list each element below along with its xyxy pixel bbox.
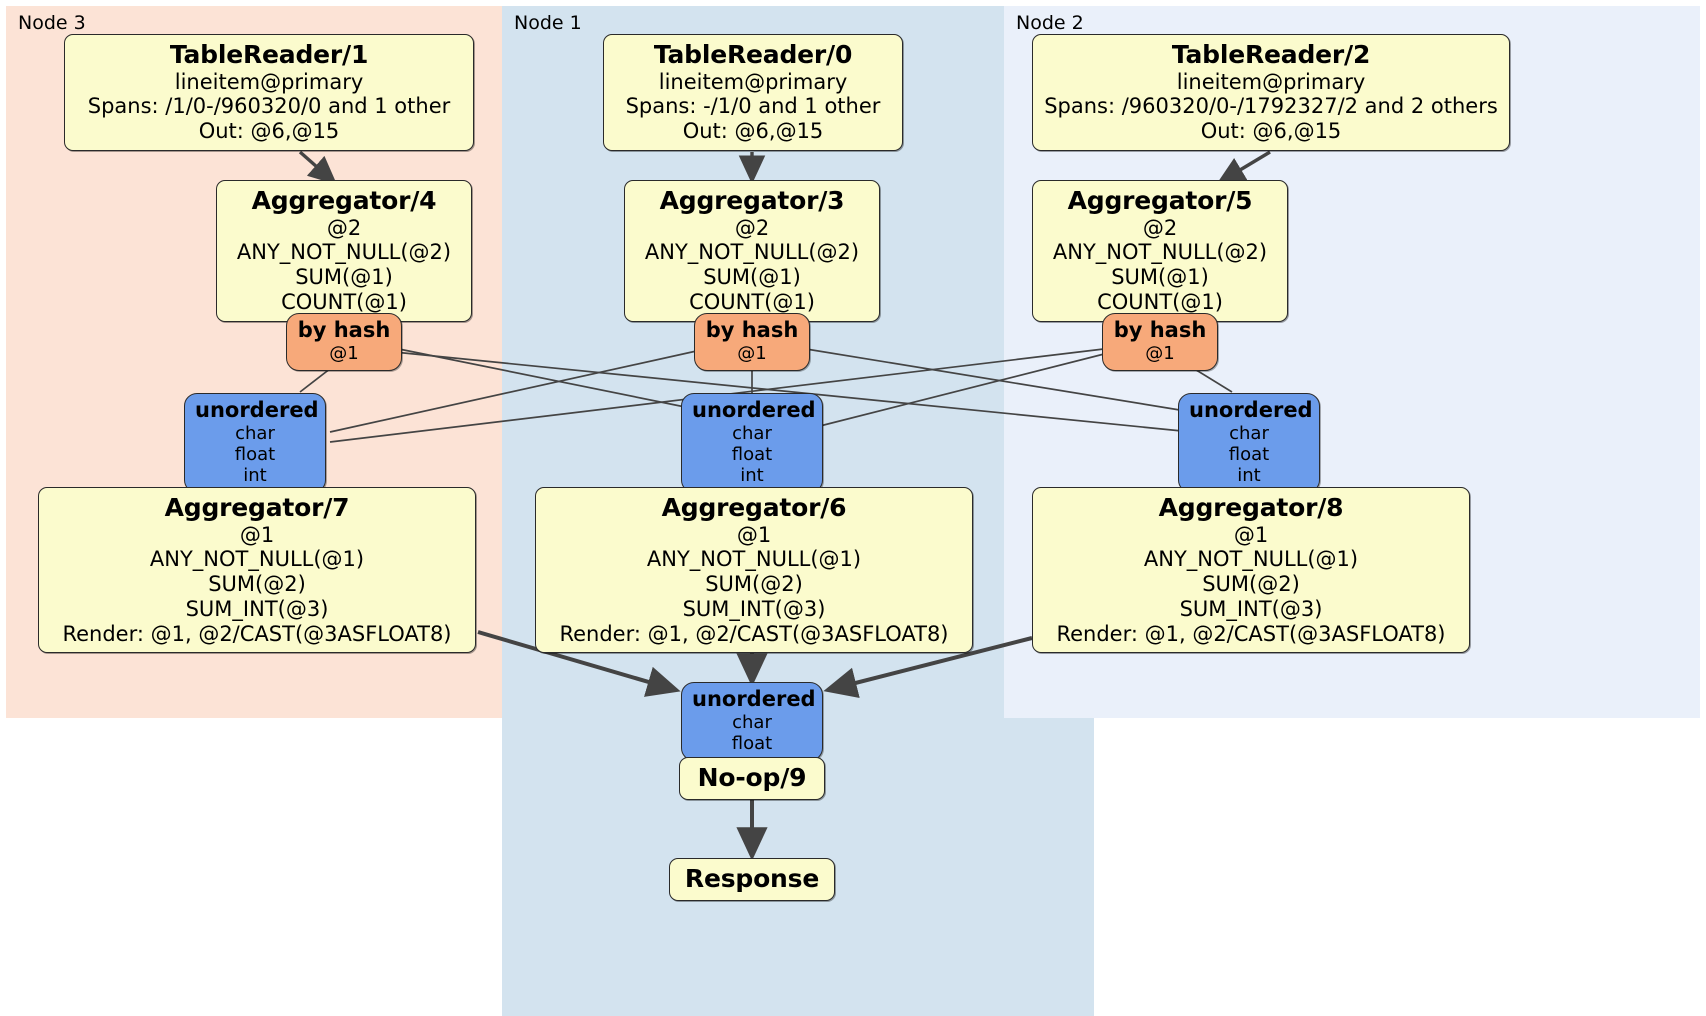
processor-detail-line: COUNT(@1) bbox=[689, 289, 815, 314]
router-unordered-right[interactable]: unordered char float int bbox=[1178, 393, 1320, 494]
processor-title: No-op/9 bbox=[697, 763, 807, 792]
processor-tablereader-0[interactable]: TableReader/0 lineitem@primary Spans: -/… bbox=[603, 34, 903, 151]
processor-detail-line: ANY_NOT_NULL(@2) bbox=[236, 240, 452, 265]
processor-aggregator-5[interactable]: Aggregator/5 @2 ANY_NOT_NULL(@2) SUM(@1)… bbox=[1032, 180, 1288, 322]
node-panel-label-node1: Node 1 bbox=[514, 12, 582, 34]
router-unordered-final[interactable]: unordered char float bbox=[681, 682, 823, 762]
processor-title: TableReader/0 bbox=[653, 40, 853, 69]
processor-detail-line: SUM(@1) bbox=[1111, 265, 1209, 290]
router-title: unordered bbox=[692, 687, 816, 711]
processor-no-op-9[interactable]: No-op/9 bbox=[679, 757, 825, 800]
router-detail-line: float bbox=[1228, 444, 1270, 465]
processor-detail-line: SUM(@1) bbox=[703, 265, 801, 290]
router-detail-line: float bbox=[731, 444, 773, 465]
router-detail-line: char bbox=[732, 422, 772, 444]
router-title: by hash bbox=[297, 318, 391, 342]
router-detail-line: float bbox=[234, 444, 276, 465]
processor-title: Aggregator/7 bbox=[164, 493, 350, 522]
processor-detail-line: ANY_NOT_NULL(@2) bbox=[644, 240, 860, 265]
node-panel-label-node2: Node 2 bbox=[1016, 12, 1084, 34]
processor-detail-line: Spans: /960320/0-/1792327/2 and 2 others bbox=[1044, 94, 1498, 119]
processor-title: Aggregator/4 bbox=[251, 186, 437, 215]
router-detail-line: int bbox=[1237, 465, 1261, 487]
router-title: unordered bbox=[692, 398, 816, 422]
processor-detail-line: SUM(@2) bbox=[1202, 572, 1300, 597]
router-by-hash-left[interactable]: by hash @1 bbox=[286, 313, 402, 371]
processor-title: Response bbox=[684, 864, 820, 893]
router-by-hash-middle[interactable]: by hash @1 bbox=[694, 313, 810, 371]
router-detail-line: int bbox=[740, 465, 764, 487]
router-detail-line: @1 bbox=[737, 342, 767, 364]
processor-detail-line: @1 bbox=[736, 522, 772, 547]
router-title: by hash bbox=[1113, 318, 1207, 342]
processor-render-line: Render: @1, @2/CAST(@3ASFLOAT8) bbox=[1056, 621, 1446, 646]
processor-detail-line: ANY_NOT_NULL(@1) bbox=[646, 547, 862, 572]
processor-detail-line: Out: @6,@15 bbox=[198, 119, 340, 144]
router-by-hash-right[interactable]: by hash @1 bbox=[1102, 313, 1218, 371]
router-detail-line: char bbox=[235, 422, 275, 444]
processor-tablereader-2[interactable]: TableReader/2 lineitem@primary Spans: /9… bbox=[1032, 34, 1510, 151]
router-detail-line: char bbox=[1229, 422, 1269, 444]
router-title: unordered bbox=[195, 398, 319, 422]
processor-detail-line: SUM_INT(@3) bbox=[185, 596, 329, 621]
processor-title: Aggregator/3 bbox=[659, 186, 845, 215]
processor-detail-line: lineitem@primary bbox=[658, 69, 848, 94]
router-title: by hash bbox=[705, 318, 799, 342]
processor-detail-line: @2 bbox=[734, 215, 770, 240]
router-title: unordered bbox=[1189, 398, 1313, 422]
processor-aggregator-8[interactable]: Aggregator/8 @1 ANY_NOT_NULL(@1) SUM(@2)… bbox=[1032, 487, 1470, 654]
processor-aggregator-4[interactable]: Aggregator/4 @2 ANY_NOT_NULL(@2) SUM(@1)… bbox=[216, 180, 472, 322]
processor-title: TableReader/2 bbox=[1171, 40, 1371, 69]
processor-detail-line: SUM(@1) bbox=[295, 265, 393, 290]
processor-detail-line: lineitem@primary bbox=[1176, 69, 1366, 94]
processor-detail-line: ANY_NOT_NULL(@1) bbox=[149, 547, 365, 572]
router-detail-line: @1 bbox=[1145, 342, 1175, 364]
processor-title: TableReader/1 bbox=[169, 40, 369, 69]
processor-detail-line: lineitem@primary bbox=[174, 69, 364, 94]
processor-detail-line: ANY_NOT_NULL(@1) bbox=[1143, 547, 1359, 572]
router-unordered-middle[interactable]: unordered char float int bbox=[681, 393, 823, 494]
processor-aggregator-7[interactable]: Aggregator/7 @1 ANY_NOT_NULL(@1) SUM(@2)… bbox=[38, 487, 476, 654]
processor-detail-line: @2 bbox=[1142, 215, 1178, 240]
processor-render-line: Render: @1, @2/CAST(@3ASFLOAT8) bbox=[559, 621, 949, 646]
processor-detail-line: SUM_INT(@3) bbox=[682, 596, 826, 621]
processor-detail-line: Out: @6,@15 bbox=[682, 119, 824, 144]
processor-detail-line: Out: @6,@15 bbox=[1200, 119, 1342, 144]
processor-detail-line: SUM(@2) bbox=[208, 572, 306, 597]
router-detail-line: float bbox=[731, 733, 773, 754]
processor-tablereader-1[interactable]: TableReader/1 lineitem@primary Spans: /1… bbox=[64, 34, 474, 151]
processor-detail-line: ANY_NOT_NULL(@2) bbox=[1052, 240, 1268, 265]
processor-detail-line: @1 bbox=[1233, 522, 1269, 547]
processor-detail-line: COUNT(@1) bbox=[281, 289, 407, 314]
processor-render-line: Render: @1, @2/CAST(@3ASFLOAT8) bbox=[62, 621, 452, 646]
processor-detail-line: Spans: /1/0-/960320/0 and 1 other bbox=[87, 94, 451, 119]
processor-title: Aggregator/6 bbox=[661, 493, 847, 522]
processor-detail-line: @1 bbox=[239, 522, 275, 547]
router-detail-line: char bbox=[732, 711, 772, 733]
router-detail-line: int bbox=[243, 465, 267, 487]
router-detail-line: @1 bbox=[329, 342, 359, 364]
processor-detail-line: SUM(@2) bbox=[705, 572, 803, 597]
processor-detail-line: SUM_INT(@3) bbox=[1179, 596, 1323, 621]
processor-aggregator-3[interactable]: Aggregator/3 @2 ANY_NOT_NULL(@2) SUM(@1)… bbox=[624, 180, 880, 322]
processor-response[interactable]: Response bbox=[669, 858, 835, 901]
processor-detail-line: Spans: -/1/0 and 1 other bbox=[625, 94, 881, 119]
processor-detail-line: @2 bbox=[326, 215, 362, 240]
processor-detail-line: COUNT(@1) bbox=[1097, 289, 1223, 314]
processor-title: Aggregator/8 bbox=[1158, 493, 1344, 522]
processor-aggregator-6[interactable]: Aggregator/6 @1 ANY_NOT_NULL(@1) SUM(@2)… bbox=[535, 487, 973, 654]
processor-title: Aggregator/5 bbox=[1067, 186, 1253, 215]
router-unordered-left[interactable]: unordered char float int bbox=[184, 393, 326, 494]
node-panel-label-node3: Node 3 bbox=[18, 12, 86, 34]
